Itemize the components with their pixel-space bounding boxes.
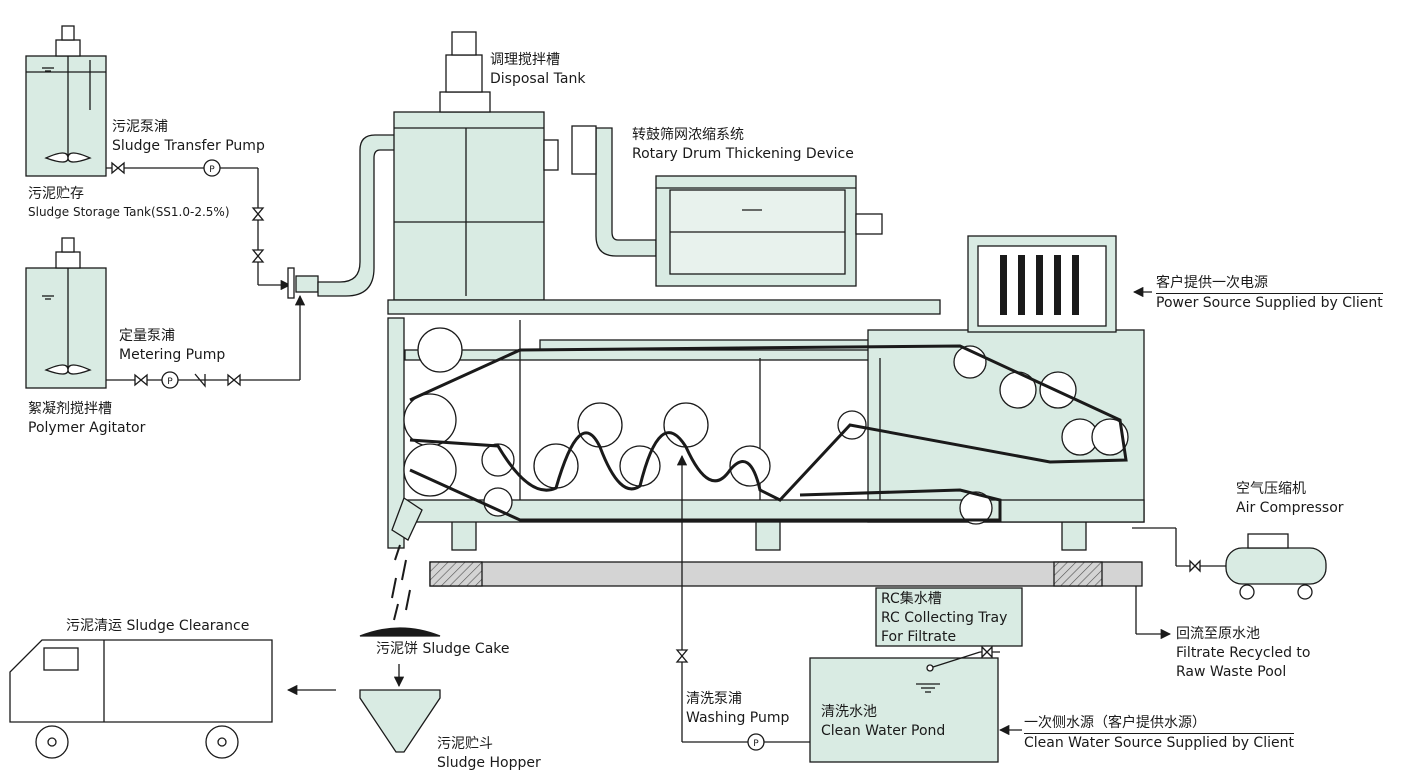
ground-beam — [429, 561, 1143, 587]
sludge-hopper-zh: 污泥贮斗 — [437, 736, 493, 752]
sludge-storage-tank-en: Sludge Storage Tank(SS1.0-2.5%) — [28, 205, 230, 219]
washing-pump-en: Washing Pump — [686, 710, 790, 726]
sludge-clearance-label: 污泥清运 Sludge Clearance — [66, 617, 249, 636]
polymer-agitator-zh: 絮凝剂搅拌槽 — [28, 401, 112, 417]
sludge-cake-label: 污泥饼 Sludge Cake — [376, 640, 510, 659]
sludge-storage-tank — [25, 25, 107, 177]
sludge-transfer-pump-en: Sludge Transfer Pump — [112, 138, 265, 154]
clean-water-pond-label: 清洗水池 Clean Water Pond — [821, 703, 945, 741]
polymer-agitator-en: Polymer Agitator — [28, 420, 146, 436]
rc-tray-label: RC集水槽 RC Collecting Tray For Filtrate — [881, 590, 1007, 647]
sludge-storage-tank-label: 污泥贮存 Sludge Storage Tank(SS1.0-2.5%) — [28, 185, 230, 221]
sludge-storage-tank-zh: 污泥贮存 — [28, 186, 84, 202]
washing-pump-letter: P — [753, 739, 759, 749]
air-compressor-label: 空气压缩机 Air Compressor — [1236, 480, 1344, 518]
filter-belts — [409, 344, 1128, 522]
rotary-drum-zh: 转鼓筛网浓缩系统 — [632, 127, 744, 143]
disposal-tank-zh: 调理搅拌槽 — [490, 52, 560, 68]
transfer-pump-letter: P — [209, 165, 215, 175]
power-source-zh: 客户提供一次电源 — [1156, 274, 1383, 294]
clean-water-pond-en: Clean Water Pond — [821, 723, 946, 739]
clean-water-source-label: 一次侧水源（客户提供水源） Clean Water Source Supplie… — [1024, 714, 1294, 753]
rc-tray-line1: RC集水槽 — [881, 591, 942, 607]
disposal-tank — [393, 31, 559, 301]
rc-collecting-tray — [875, 587, 1023, 647]
filtrate-recycled-en2: Raw Waste Pool — [1176, 664, 1287, 680]
washing-pump-zh: 清洗泵浦 — [686, 691, 742, 707]
sludge-transfer-pump-symbol — [203, 159, 221, 177]
filtrate-recycled-zh: 回流至原水池 — [1176, 626, 1260, 642]
metering-pump-symbol — [161, 371, 179, 389]
washing-pump-symbol — [747, 733, 765, 751]
sludge-cake-fall — [391, 544, 411, 621]
polymer-agitator-tank — [25, 237, 107, 389]
metering-pump-en: Metering Pump — [119, 347, 226, 363]
air-compressor-zh: 空气压缩机 — [1236, 481, 1306, 497]
clean-water-source-en: Clean Water Source Supplied by Client — [1024, 735, 1294, 751]
rotary-drum — [655, 175, 883, 287]
drum-feed-flange — [571, 125, 597, 175]
power-source-en: Power Source Supplied by Client — [1156, 295, 1383, 311]
air-compressor — [1225, 533, 1327, 600]
rotary-drum-label: 转鼓筛网浓缩系统 Rotary Drum Thickening Device — [632, 126, 854, 164]
sludge-hopper-label: 污泥贮斗 Sludge Hopper — [437, 735, 541, 773]
metering-pump-letter: P — [167, 377, 173, 387]
feed-piping — [106, 161, 306, 388]
ground-hatch-right — [1053, 561, 1103, 587]
sludge-hopper-en: Sludge Hopper — [437, 755, 541, 771]
washing-line — [675, 454, 810, 743]
rc-tray-line3: For Filtrate — [881, 629, 957, 645]
disposal-tank-label: 调理搅拌槽 Disposal Tank — [490, 51, 585, 89]
metering-pump-zh: 定量泵浦 — [119, 328, 175, 344]
filtrate-recycled-en1: Filtrate Recycled to — [1176, 645, 1311, 661]
filtrate-recycled-label: 回流至原水池 Filtrate Recycled to Raw Waste Po… — [1176, 625, 1310, 682]
rc-tray-line2: RC Collecting Tray — [881, 610, 1008, 626]
power-source-label: 客户提供一次电源 Power Source Supplied by Client — [1156, 274, 1383, 313]
air-line — [1132, 527, 1226, 573]
sludge-transfer-pump-label: 污泥泵浦 Sludge Transfer Pump — [112, 118, 265, 156]
sludge-transfer-pump-zh: 污泥泵浦 — [112, 119, 168, 135]
clean-water-pond — [809, 645, 1000, 763]
inlet-mixer — [287, 134, 396, 299]
discharge-chute — [391, 497, 423, 541]
sludge-hopper — [359, 689, 441, 753]
sludge-truck — [9, 639, 273, 759]
sludge-clearance-text: 污泥清运 Sludge Clearance — [66, 618, 250, 634]
air-compressor-en: Air Compressor — [1236, 500, 1344, 516]
clean-water-source-zh: 一次侧水源（客户提供水源） — [1024, 714, 1294, 734]
polymer-agitator-label: 絮凝剂搅拌槽 Polymer Agitator — [28, 400, 145, 438]
rotary-drum-en: Rotary Drum Thickening Device — [632, 146, 854, 162]
washing-pump-label: 清洗泵浦 Washing Pump — [686, 690, 789, 728]
sludge-cake-text: 污泥饼 Sludge Cake — [376, 641, 510, 657]
sludge-cake-pile — [359, 627, 441, 637]
clean-water-pond-zh: 清洗水池 — [821, 704, 877, 720]
panel-switches — [1000, 255, 1079, 315]
filtrate-line — [1135, 586, 1172, 640]
disposal-tank-en: Disposal Tank — [490, 71, 586, 87]
ground-hatch-left — [429, 561, 483, 587]
metering-pump-label: 定量泵浦 Metering Pump — [119, 327, 225, 365]
